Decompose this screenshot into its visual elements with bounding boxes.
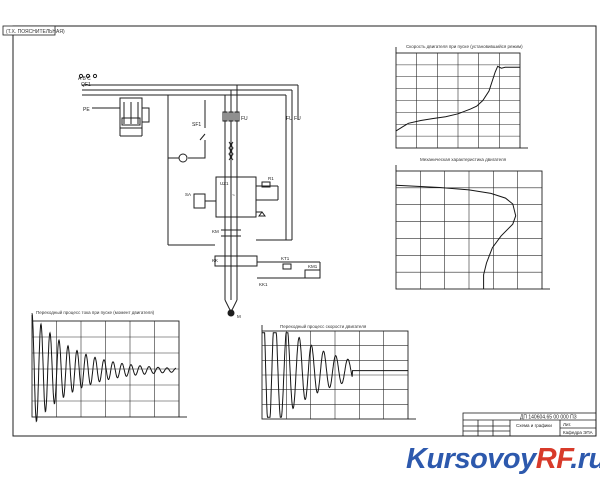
chart-speed-transient xyxy=(261,325,416,420)
svg-text:KK: KK xyxy=(212,258,218,263)
svg-text:R1: R1 xyxy=(268,176,274,181)
svg-text:~: ~ xyxy=(232,193,235,199)
sheet-stamp: (Т.Х. ПОЯСНИТЕЛЬНАЯ) xyxy=(6,29,65,35)
org-label: Кафедра ЭПА xyxy=(563,430,593,435)
svg-text:SF1: SF1 xyxy=(192,122,201,128)
svg-text:KM1: KM1 xyxy=(308,264,318,269)
chart-bc-title: Переходный процесс скорости двигателя xyxy=(280,323,367,329)
sheet-name: Схема и графики xyxy=(516,423,552,428)
svg-text:FU: FU xyxy=(241,116,248,122)
svg-text:KK1: KK1 xyxy=(259,282,268,287)
watermark-part-rf: RF xyxy=(535,443,571,475)
chart-mid-title: Механическая характеристика двигателя xyxy=(420,157,507,162)
chart-top-title: Скорость двигателя при пуске (установивш… xyxy=(406,43,523,49)
watermark-part-ru: .ru xyxy=(570,443,600,475)
chart-bl-title: Переходный процесс тока при пуске (момен… xyxy=(36,309,155,315)
chart-mechanical-characteristic xyxy=(395,165,550,290)
svg-text:SA: SA xyxy=(185,192,191,197)
svg-text:FU FU: FU FU xyxy=(286,116,301,122)
chart-speed-start xyxy=(395,47,528,149)
chart-bc-series-line xyxy=(262,332,408,418)
chart-current-transient xyxy=(31,313,187,423)
svg-text:M: M xyxy=(237,314,241,319)
svg-text:A B C: A B C xyxy=(78,76,91,82)
watermark-logo[interactable]: KursovoyRF.ru xyxy=(406,441,600,477)
watermark-part-kursovoy: Kursovoy xyxy=(406,443,536,475)
electrical-schematic: A B C QF1 PE SF1 xyxy=(78,73,321,319)
chart-mid-series-line xyxy=(395,184,517,289)
svg-text:PE: PE xyxy=(83,107,90,113)
sheet-stamp-box xyxy=(2,25,56,36)
doc-code: ДП 140604.65 00 000 ПЗ xyxy=(520,415,577,421)
title-block xyxy=(462,412,597,437)
svg-text:KM: KM xyxy=(212,229,219,234)
svg-text:UZ1: UZ1 xyxy=(220,181,229,186)
sheet-frame xyxy=(12,25,597,437)
stage-label: Лит. xyxy=(563,422,571,427)
chart-bl-series-line xyxy=(31,313,177,423)
svg-text:KT1: KT1 xyxy=(281,256,290,261)
chart-top-series-line xyxy=(395,65,520,132)
